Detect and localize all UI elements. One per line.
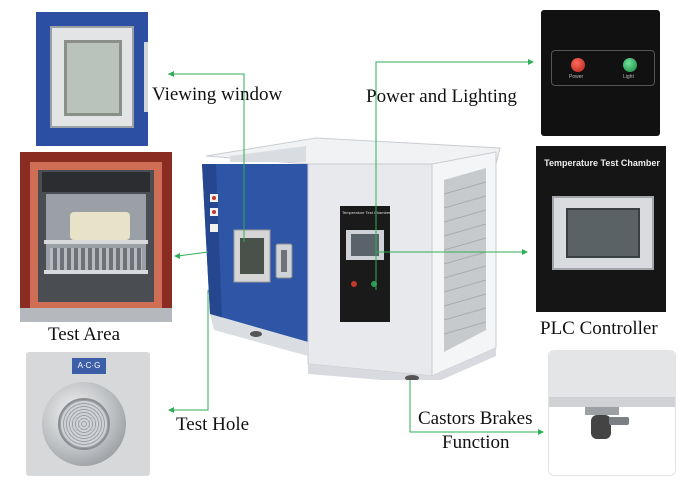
leader-viewing-window bbox=[168, 73, 245, 242]
label-castors-line2: Function bbox=[442, 432, 510, 453]
power-lighting-inset: Power Light bbox=[541, 10, 660, 136]
castor-wheel bbox=[591, 415, 611, 439]
label-test-hole: Test Hole bbox=[176, 414, 250, 435]
castor-left bbox=[250, 331, 262, 337]
label-viewing-window: Viewing window bbox=[152, 84, 283, 105]
leader-power-lighting bbox=[375, 61, 530, 290]
label-plc-controller: PLC Controller bbox=[540, 318, 658, 339]
temperature-test-chamber bbox=[202, 137, 501, 380]
vent-grille bbox=[444, 168, 486, 352]
leader-castors bbox=[409, 380, 540, 433]
test-hole-inset: A·C·G bbox=[26, 352, 150, 476]
test-area-inset bbox=[20, 152, 172, 322]
leader-test-hole bbox=[172, 290, 209, 411]
leader-test-area bbox=[177, 251, 209, 257]
viewing-window-inset bbox=[36, 12, 148, 146]
control-panel bbox=[340, 206, 390, 322]
label-power-lighting: Power and Lighting bbox=[366, 86, 517, 107]
power-indicator bbox=[571, 58, 585, 72]
light-caption: Light bbox=[623, 74, 634, 80]
label-castors-line1: Castors Brakes bbox=[418, 408, 533, 429]
label-test-area: Test Area bbox=[48, 324, 121, 345]
plc-screen bbox=[566, 208, 640, 258]
light-indicator bbox=[623, 58, 637, 72]
power-caption: Power bbox=[569, 74, 584, 80]
test-hole-badge: A·C·G bbox=[72, 358, 106, 374]
plc-controller-inset: Temperature Test Chamber bbox=[536, 146, 666, 312]
test-hole-mesh bbox=[58, 398, 110, 450]
chamber-panel-small-text: Temperature Test Chamber bbox=[342, 210, 391, 215]
castor-brake bbox=[609, 417, 629, 425]
castor-right bbox=[405, 375, 419, 380]
plc-panel-title: Temperature Test Chamber bbox=[544, 158, 660, 168]
castors-inset bbox=[548, 350, 676, 476]
